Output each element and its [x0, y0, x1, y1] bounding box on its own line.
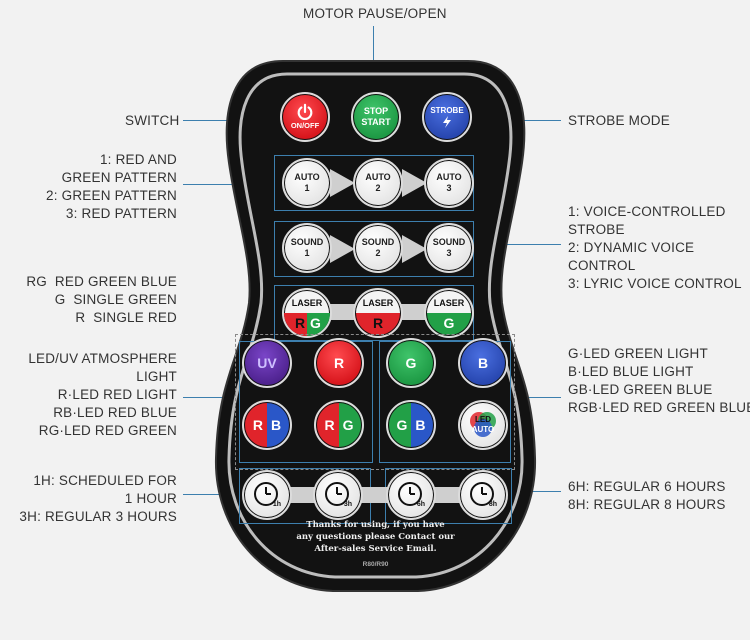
- auto-2-label: AUTO: [365, 172, 391, 182]
- stop-label: STOP: [363, 106, 389, 116]
- led-gb-g: G: [396, 417, 408, 433]
- led-right-frame: [379, 341, 511, 463]
- laser-rg-button[interactable]: LASER R G: [282, 288, 332, 338]
- auto-3-label: AUTO: [436, 172, 462, 182]
- led-rg-g: G: [342, 417, 354, 433]
- timer-3h-button[interactable]: 3h: [313, 470, 363, 520]
- timer-1h-button[interactable]: 1h: [242, 470, 292, 520]
- auto-3-button[interactable]: AUTO 3: [424, 158, 474, 208]
- start-label: START: [361, 117, 391, 127]
- auto-1-number: 1: [304, 183, 310, 193]
- led-rb-r: R: [252, 417, 263, 433]
- led-left-leader-line: [183, 397, 241, 398]
- timer-left-leader-line: [183, 494, 241, 495]
- timer-6h-label: 6h: [416, 501, 425, 508]
- led-b-label: B: [477, 355, 489, 371]
- uv-button[interactable]: UV: [242, 338, 292, 388]
- uv-label: UV: [257, 355, 277, 371]
- led-r-label: R: [333, 355, 345, 371]
- footer-message: Thanks for using, if you have any questi…: [296, 520, 455, 554]
- sound-2-button[interactable]: SOUND 2: [353, 223, 403, 273]
- model-number: R80/R90: [362, 561, 389, 568]
- motor-label: MOTOR PAUSE/OPEN: [303, 6, 447, 21]
- sound-leader-line: [473, 244, 561, 245]
- laser-r-code: R: [372, 315, 384, 331]
- led-gb-button[interactable]: G B: [386, 400, 436, 450]
- led-right-description: G·LED GREEN LIGHT B·LED BLUE LIGHT GB·LE…: [568, 346, 750, 415]
- laser-g-label: LASER: [433, 298, 465, 308]
- sound-3-button[interactable]: SOUND 3: [424, 223, 474, 273]
- strobe-label: STROBE: [430, 106, 464, 115]
- timer-right-description: 6H: REGULAR 6 HOURS 8H: REGULAR 8 HOURS: [568, 479, 726, 512]
- led-left-description: LED/UV ATMOSPHERE LIGHT R·LED RED LIGHT …: [28, 351, 177, 438]
- sound-3-label: SOUND: [432, 237, 466, 247]
- timer-3h-label: 3h: [343, 501, 352, 508]
- laser-rg-r: R: [295, 315, 306, 331]
- sound-1-number: 1: [304, 248, 310, 258]
- sound-2-number: 2: [375, 248, 381, 258]
- power-icon: [297, 103, 313, 121]
- power-button[interactable]: ON/OFF: [280, 92, 330, 142]
- strobe-button[interactable]: STROBE: [422, 92, 472, 142]
- led-left-frame: [239, 341, 373, 463]
- led-right-leader-line: [508, 397, 561, 398]
- led-r-button[interactable]: R: [314, 338, 364, 388]
- timer-6h-button[interactable]: 6h: [386, 470, 436, 520]
- power-label: ON/OFF: [290, 121, 320, 130]
- laser-r-button[interactable]: LASER R: [353, 288, 403, 338]
- clock-icon: [325, 482, 349, 506]
- led-g-label: G: [405, 355, 417, 371]
- laser-description: RG RED GREEN BLUE G SINGLE GREEN R SINGL…: [26, 274, 177, 325]
- sound-3-number: 3: [446, 248, 452, 258]
- timer-1h-label: 1h: [272, 501, 281, 508]
- remote-control: ON/OFF STOP START STROBE AUTO 1 AUTO 2 A…: [213, 58, 538, 594]
- laser-g-button[interactable]: LASER G: [424, 288, 474, 338]
- stop-start-button[interactable]: STOP START: [351, 92, 401, 142]
- timer-8h-label: 8h: [488, 501, 497, 508]
- auto-2-number: 2: [375, 183, 381, 193]
- sound-description: 1: VOICE-CONTROLLED STROBE 2: DYNAMIC VO…: [568, 204, 742, 291]
- sound-1-label: SOUND: [290, 237, 324, 247]
- led-g-button[interactable]: G: [386, 338, 436, 388]
- led-section-dashed: [235, 334, 515, 470]
- led-auto-led-label: LED: [475, 415, 491, 424]
- laser-g-code: G: [443, 315, 455, 331]
- auto-description: 1: RED AND GREEN PATTERN 2: GREEN PATTER…: [46, 152, 177, 221]
- timer-right-leader-line: [511, 491, 561, 492]
- sound-1-button[interactable]: SOUND 1: [282, 223, 332, 273]
- led-gb-b: B: [415, 417, 426, 433]
- led-auto-auto-label: AUTO: [471, 425, 495, 434]
- led-rg-r: R: [324, 417, 335, 433]
- clock-icon: [470, 482, 494, 506]
- led-rg-button[interactable]: R G: [314, 400, 364, 450]
- timer-8h-button[interactable]: 8h: [458, 470, 508, 520]
- sound-2-label: SOUND: [361, 237, 395, 247]
- led-rb-button[interactable]: R B: [242, 400, 292, 450]
- laser-rg-label: LASER: [291, 298, 323, 308]
- auto-3-number: 3: [446, 183, 452, 193]
- auto-1-label: AUTO: [294, 172, 320, 182]
- clock-icon: [254, 482, 278, 506]
- rgb-circles-icon: [470, 412, 496, 437]
- auto-leader-line: [183, 184, 275, 185]
- clock-icon: [398, 482, 422, 506]
- led-auto-button[interactable]: LED AUTO: [458, 400, 508, 450]
- led-rb-b: B: [271, 417, 282, 433]
- auto-1-button[interactable]: AUTO 1: [282, 158, 332, 208]
- timer-connector: [263, 487, 488, 503]
- laser-rg-g: G: [310, 315, 321, 331]
- timer-left-description: 1H: SCHEDULED FOR 1 HOUR 3H: REGULAR 3 H…: [19, 473, 177, 524]
- lightning-icon: [443, 116, 451, 128]
- switch-label: SWITCH: [125, 113, 180, 128]
- led-b-button[interactable]: B: [458, 338, 508, 388]
- auto-2-button[interactable]: AUTO 2: [353, 158, 403, 208]
- strobe-mode-label: STROBE MODE: [568, 113, 670, 128]
- laser-r-label: LASER: [362, 298, 394, 308]
